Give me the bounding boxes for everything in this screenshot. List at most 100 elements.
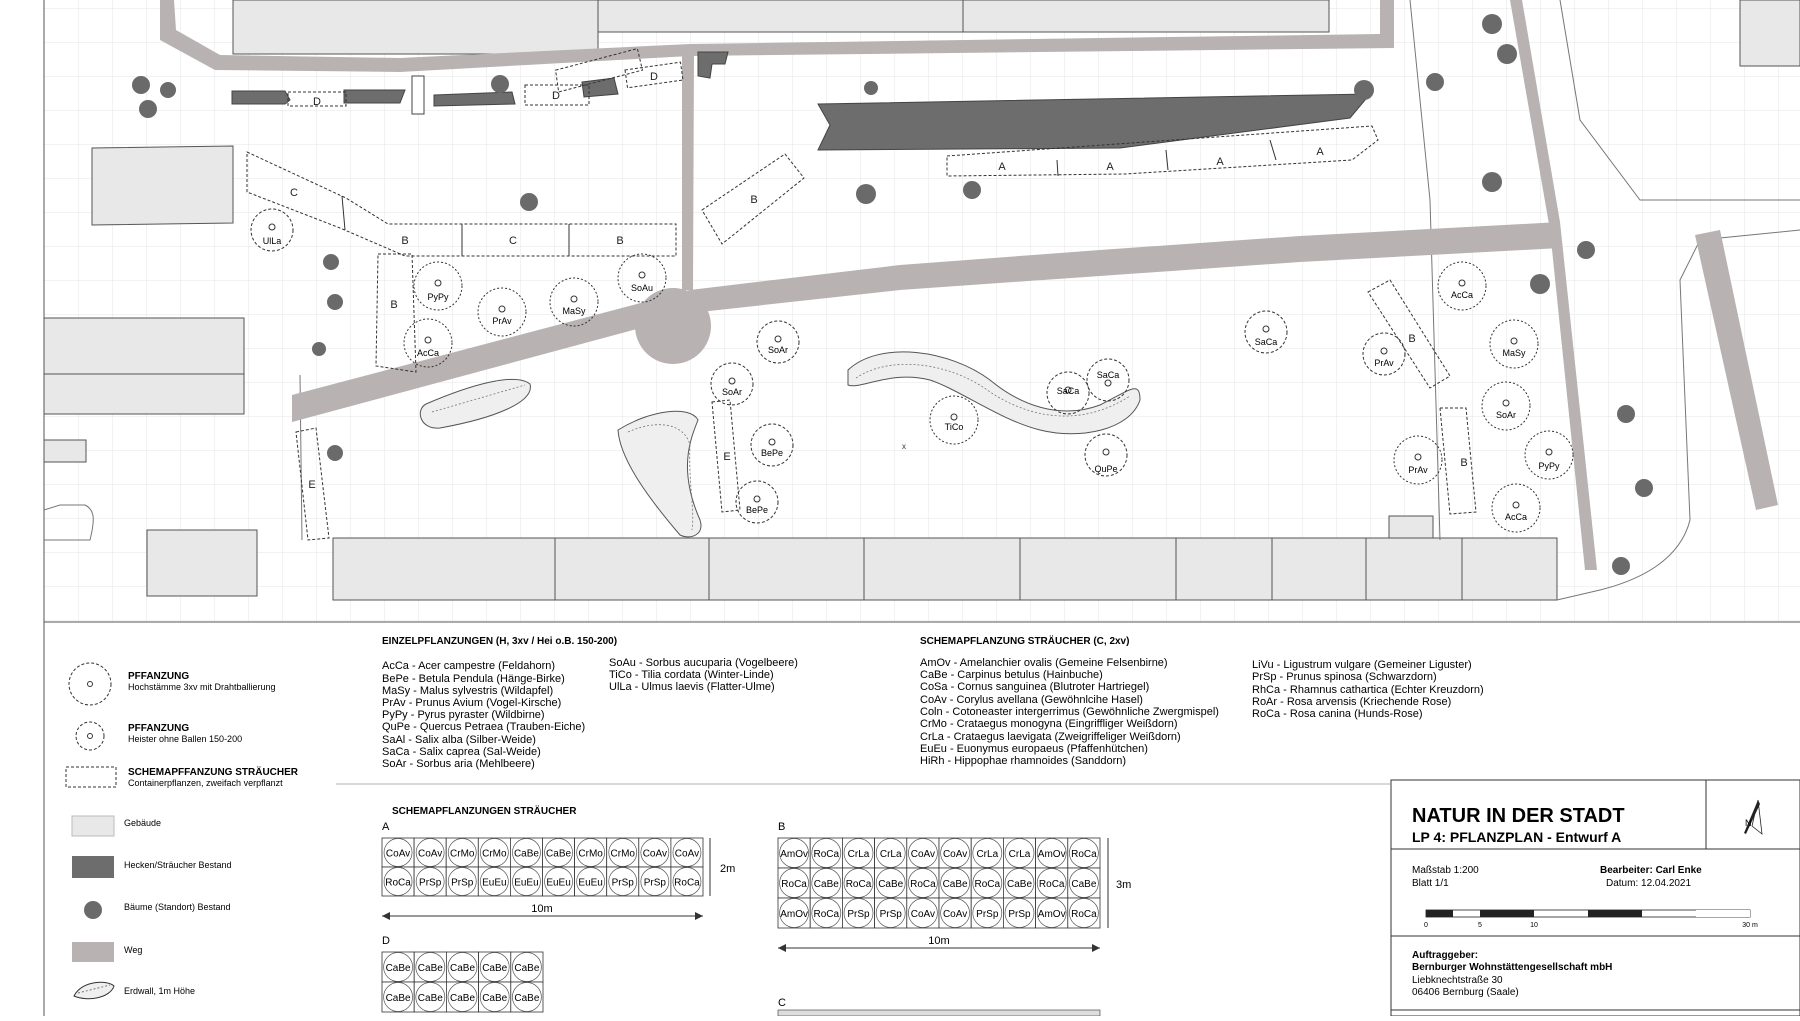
- einzel-col1: AcCa - Acer campestre (Feldahorn) BePe -…: [382, 660, 585, 770]
- trees-existing: [132, 14, 1653, 575]
- svg-text:N: N: [1745, 818, 1752, 828]
- svg-text:SoAr: SoAr: [1496, 410, 1516, 420]
- schema-a-width: 10m: [531, 903, 552, 915]
- bed-label: A: [1316, 146, 1324, 158]
- svg-text:SoAr: SoAr: [768, 345, 788, 355]
- bed-label: A: [1106, 161, 1114, 173]
- schema-cell-code: CoAv: [386, 849, 410, 860]
- tree-planned: SoAr: [1481, 381, 1531, 431]
- svg-text:UlLa - Ulmus laevis (Flatter-U: UlLa - Ulmus laevis (Flatter-Ulme): [609, 681, 775, 693]
- bed-label: B: [750, 194, 757, 206]
- tree-planned: BePe: [750, 423, 794, 467]
- schema-cell: CaBe: [1067, 867, 1101, 899]
- svg-text:AcCa: AcCa: [1451, 290, 1473, 300]
- schema-cell: CoAv: [413, 837, 447, 868]
- legend-gebaeude: Gebäude: [124, 818, 161, 828]
- schema-cell: RoCa: [1067, 897, 1101, 929]
- schema-cell: CaBe: [938, 867, 972, 899]
- schema-cell: CaBe: [509, 837, 543, 868]
- bed-label: E: [723, 451, 730, 463]
- tree-planned: SoAu: [617, 253, 667, 303]
- svg-text:5: 5: [1478, 922, 1482, 929]
- schema-cell-code: CoAv: [943, 849, 967, 860]
- svg-text:PrAv: PrAv: [1408, 465, 1428, 475]
- bed-label: B: [616, 235, 623, 247]
- schema-b-width: 10m: [928, 935, 949, 947]
- schema-cell-code: CaBe: [878, 879, 903, 890]
- svg-text:QuPe: QuPe: [1094, 464, 1117, 474]
- tree-planned: SaCa: [1046, 371, 1090, 415]
- einzel-col2: SoAu - Sorbus aucuparia (Vogelbeere) TiC…: [609, 657, 798, 693]
- schema-cell-code: CrLa: [1009, 849, 1031, 860]
- schema-cell-code: RoCa: [781, 879, 807, 890]
- bed-label: A: [998, 161, 1006, 173]
- legend-pfanzung2-sub: Heister ohne Ballen 150-200: [128, 734, 242, 744]
- schema-b-label: B: [778, 821, 785, 833]
- svg-text:UlLa: UlLa: [263, 236, 282, 246]
- tb-ort: 06406 Bernburg (Saale): [1412, 987, 1519, 998]
- svg-text:PrAv: PrAv: [492, 316, 512, 326]
- plan-marker: x: [902, 442, 906, 451]
- schema-cell-code: PrSp: [612, 878, 635, 889]
- schema-cell-code: PrSp: [880, 909, 903, 920]
- schema-cell-code: RoCa: [1071, 849, 1097, 860]
- schema-cell: EuEu: [574, 866, 608, 897]
- schema-cell-code: PrSp: [976, 909, 999, 920]
- tree-planned: SoAr: [756, 320, 800, 364]
- schema-cell-code: CoAv: [943, 909, 967, 920]
- schema-cell-code: RoCa: [674, 878, 700, 889]
- schema-cell: CoAv: [670, 837, 704, 868]
- schema-cell-code: EuEu: [514, 878, 538, 889]
- schema-cell: RoCa: [809, 837, 843, 869]
- schema-cell-code: CoAv: [911, 849, 935, 860]
- svg-text:AcCa - Acer campestre (Feldaho: AcCa - Acer campestre (Feldahorn): [382, 660, 555, 672]
- schema-cell: CaBe: [510, 951, 544, 983]
- svg-text:SoAu - Sorbus aucuparia (Vogel: SoAu - Sorbus aucuparia (Vogelbeere): [609, 657, 798, 669]
- schema-cell: AmOv: [777, 837, 811, 869]
- svg-text:BePe - Betula Pendula (Hänge-B: BePe - Betula Pendula (Hänge-Birke): [382, 673, 565, 685]
- schema-cell: EuEu: [542, 866, 575, 897]
- schema-cell: RoCa: [842, 867, 876, 899]
- schema-cell-code: CaBe: [514, 849, 539, 860]
- title-block: NATUR IN DER STADT LP 4: PFLANZPLAN - En…: [1390, 779, 1800, 1017]
- schema-cell-code: RoCa: [814, 849, 840, 860]
- schema-cell-code: CoAv: [911, 909, 935, 920]
- schema-cell: RoCa: [777, 867, 811, 899]
- schema-cell-code: EuEu: [546, 878, 570, 889]
- tree-planned: SaCa: [1086, 358, 1130, 402]
- schema-cell: PrSp: [606, 866, 640, 897]
- schema-a-label: A: [382, 821, 390, 833]
- schema-cell-code: CoAv: [418, 849, 442, 860]
- schema-cell: CoAv: [906, 897, 940, 929]
- svg-text:CrMo - Crataegus monogyna (Ein: CrMo - Crataegus monogyna (Eingriffliger…: [920, 718, 1178, 730]
- schema-cell: CrLa: [842, 837, 876, 869]
- schema-cell-code: PrSp: [1008, 909, 1031, 920]
- tree-planned: MaSy: [549, 277, 599, 327]
- species-single: EINZELPFLANZUNGEN (H, 3xv / Hei o.B. 150…: [382, 636, 798, 770]
- bed-label: D: [552, 90, 560, 102]
- bed-label: B: [1408, 333, 1415, 345]
- schema-b-height: 3m: [1116, 879, 1131, 891]
- tree-planned: SaCa: [1244, 310, 1288, 354]
- schema-cell-code: CrMo: [482, 849, 507, 860]
- bed-label: E: [308, 479, 315, 491]
- schema-cell-code: AmOv: [780, 849, 808, 860]
- schema-cell: RoCa: [381, 866, 415, 897]
- svg-text:30 m: 30 m: [1742, 922, 1758, 929]
- svg-text:AcCa: AcCa: [417, 348, 439, 358]
- schema-cell: RoCa: [1067, 837, 1101, 869]
- schema-cell-code: RoCa: [814, 909, 840, 920]
- schema-cell-code: CrLa: [880, 849, 902, 860]
- schema-cell: PrSp: [1003, 897, 1037, 929]
- legend-schema-title: SCHEMAPFFANZUNG STRÄUCHER: [128, 765, 299, 778]
- schema-cell-code: CoAv: [643, 849, 667, 860]
- svg-text:TiCo: TiCo: [945, 422, 964, 432]
- schema-cell: CaBe: [445, 981, 479, 1013]
- schema-d-label: D: [382, 935, 390, 947]
- svg-text:CoSa - Cornus sanguinea (Blutr: CoSa - Cornus sanguinea (Blutroter Hartr…: [920, 681, 1149, 693]
- schema-cell-code: CaBe: [943, 879, 968, 890]
- schema-cell: CrMo: [606, 837, 640, 868]
- schema-cell-code: CaBe: [1071, 879, 1096, 890]
